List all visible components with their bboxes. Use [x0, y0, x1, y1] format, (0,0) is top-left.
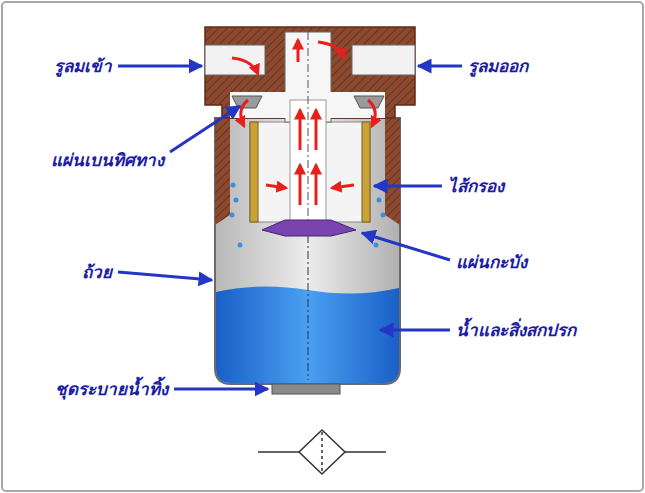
- air-flow: [232, 40, 375, 205]
- leader-arrow: [380, 329, 450, 332]
- filter-gold-left: [250, 122, 258, 222]
- flow-arrow: [241, 100, 248, 126]
- bowl-wall-right: [385, 118, 400, 225]
- part-label: ชุดระบายน้ำทิ้ง: [55, 379, 168, 399]
- flow-arrow: [297, 40, 300, 62]
- symbol-line: [345, 451, 386, 453]
- droplet: [231, 183, 236, 188]
- leader-arrow: [362, 233, 450, 260]
- leader-arrow: [118, 65, 202, 68]
- leader-arrow: [418, 65, 462, 68]
- part-label: รูลมเข้า: [54, 56, 112, 76]
- flow-arrow: [299, 110, 302, 150]
- water-droplets: [230, 183, 386, 248]
- droplet: [238, 243, 243, 248]
- leader-arrow: [374, 185, 442, 188]
- part-label: น้ำและสิ่งสกปรก: [456, 320, 576, 340]
- flow-arrow: [232, 58, 258, 74]
- leader-arrows: [118, 66, 462, 389]
- droplet: [377, 198, 382, 203]
- leader-arrow: [170, 106, 240, 152]
- outlet-port: [352, 45, 415, 75]
- droplet: [230, 213, 235, 218]
- flow-arrow: [332, 185, 354, 188]
- part-label: แผ่นเบนทิศทาง: [51, 150, 164, 170]
- drain-fitting: [272, 384, 340, 394]
- flow-arrow: [299, 165, 302, 205]
- part-label: ไส้กรอง: [448, 176, 504, 196]
- leader-arrow: [118, 272, 212, 280]
- leader-arrow: [174, 388, 268, 391]
- flow-arrow: [266, 185, 286, 188]
- flow-arrow: [315, 110, 318, 150]
- part-label: แผ่นกะบัง: [456, 252, 527, 272]
- center-line: [308, 32, 309, 232]
- droplet: [374, 243, 379, 248]
- inlet-port: [205, 45, 265, 75]
- filter-gold-right: [362, 122, 370, 222]
- droplet: [234, 198, 239, 203]
- flow-arrow: [368, 100, 375, 126]
- symbol-dash: [321, 432, 323, 472]
- droplet: [381, 213, 386, 218]
- flow-arrow: [315, 165, 318, 205]
- baffle-plate: [262, 220, 356, 236]
- part-label: รูลมออก: [468, 56, 528, 76]
- part-label: ถ้วย: [82, 262, 112, 282]
- filter-symbol: [258, 430, 386, 474]
- symbol-line: [258, 451, 299, 453]
- center-line-lower: [308, 235, 309, 380]
- flow-arrow: [318, 42, 344, 58]
- bowl-wall-left: [215, 118, 230, 225]
- symbol-diamond: [299, 430, 345, 474]
